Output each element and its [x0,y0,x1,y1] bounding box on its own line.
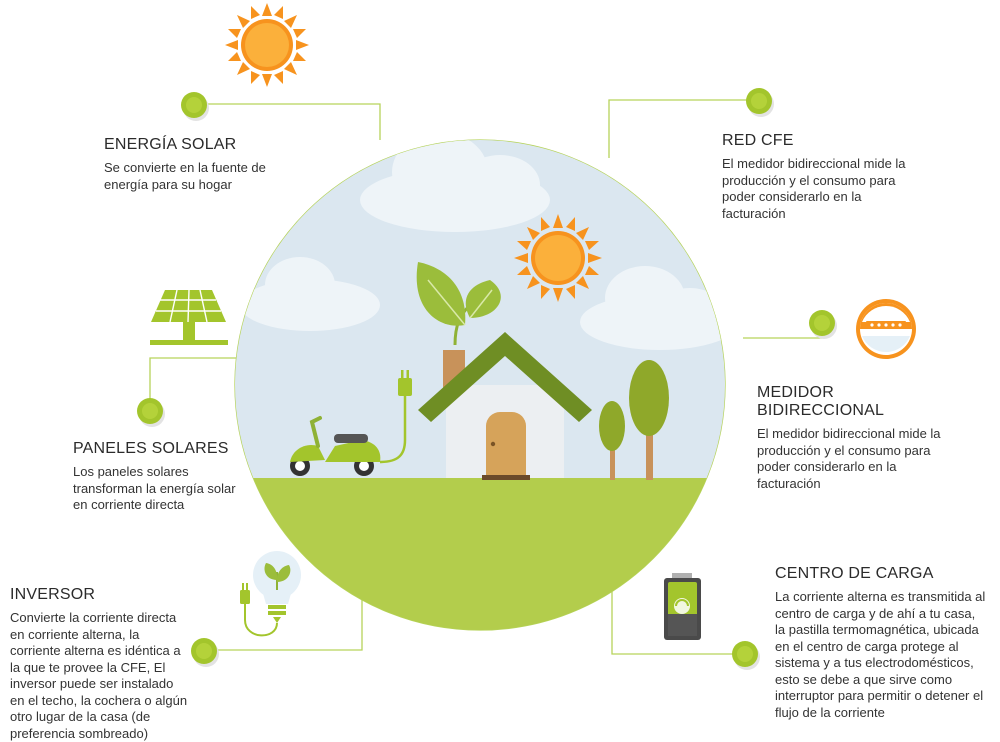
section-description: Se convierte en la fuente de energía par… [104,160,266,192]
section-description: La corriente alterna es transmitida al c… [775,589,986,720]
section-title: RED CFE [722,132,794,149]
section-medidor-bidireccional: MEDIDOR BIDIRECCIONAL El medidor bidirec… [757,384,957,492]
marker-dot [191,638,217,664]
connector-lines [149,99,822,655]
light-bulb-icon [240,551,301,637]
electric-scooter-icon [290,416,381,476]
bidirectional-meter-icon [856,299,916,359]
section-red-cfe: RED CFE El medidor bidireccional mide la… [722,132,912,222]
section-title: MEDIDOR BIDIRECCIONAL [757,384,885,419]
section-centro-de-carga: CENTRO DE CARGA La corriente alterna es … [775,565,987,721]
plug-icon [379,370,412,464]
section-inversor: INVERSOR Convierte la corriente directa … [10,586,190,742]
section-energia-solar: ENERGÍA SOLAR Se convierte en la fuente … [104,136,304,193]
section-title: CENTRO DE CARGA [775,565,934,582]
marker-dot [137,398,163,424]
section-title: INVERSOR [10,586,96,603]
sun-icon [225,3,309,87]
marker-dot [809,310,835,336]
marker-dot [732,641,758,667]
house-icon [418,332,592,480]
battery-recycle-icon [664,573,701,640]
section-description: El medidor bidireccional mide la producc… [757,426,941,491]
section-description: El medidor bidireccional mide la producc… [722,156,906,221]
section-description: Los paneles solares transforman la energ… [73,464,236,512]
cloud [240,257,380,331]
sun-icon [514,214,602,302]
solar-panel-icon [150,289,228,345]
tree-icon [599,360,669,480]
section-title: ENERGÍA SOLAR [104,136,237,153]
ground [235,478,725,630]
section-title: PANELES SOLARES [73,440,229,457]
cloud [580,266,725,350]
section-description: Convierte la corriente directa en corrie… [10,610,188,741]
marker-dot [746,88,772,114]
marker-dot [181,92,207,118]
cloud [360,140,550,232]
plant-leaves-icon [416,262,501,346]
section-paneles-solares: PANELES SOLARES Los paneles solares tran… [73,440,273,514]
